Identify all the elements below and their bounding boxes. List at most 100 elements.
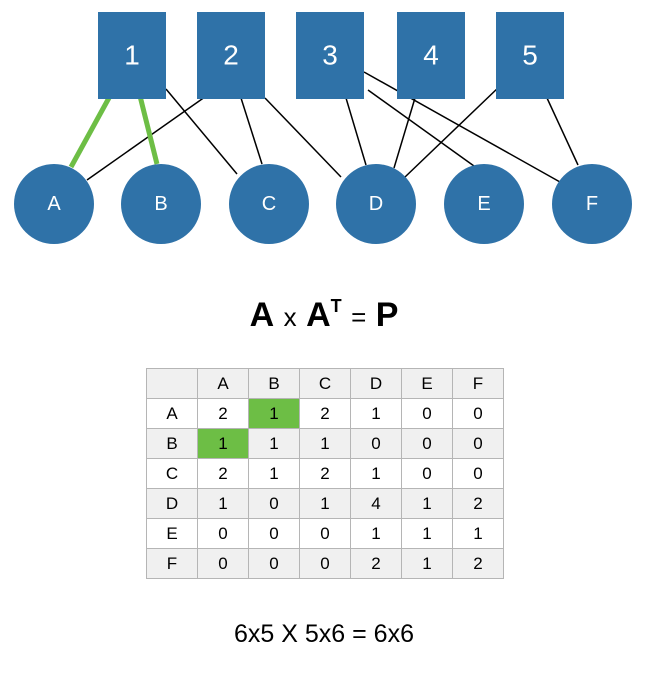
square-node-5: 5 [496, 12, 564, 99]
edge-5-d [404, 85, 501, 178]
matrix-cell: 2 [299, 398, 351, 429]
square-node-1: 1 [98, 12, 166, 99]
matrix-column-header: B [248, 368, 300, 399]
matrix-corner-cell [146, 368, 198, 399]
equation-matrix-a-base: A [306, 296, 331, 334]
circle-node-e: E [444, 164, 524, 244]
circle-node-c: C [229, 164, 309, 244]
matrix-column-header: F [452, 368, 504, 399]
square-node-4: 4 [397, 12, 465, 99]
square-node-label: 2 [223, 40, 239, 71]
matrix-cell: 1 [401, 488, 453, 519]
matrix-cell: 2 [299, 458, 351, 489]
matrix-row-header: B [146, 428, 198, 459]
circle-node-a: A [14, 164, 94, 244]
square-node-3: 3 [296, 12, 364, 99]
equation-transpose-superscript: T [330, 296, 342, 316]
circle-node-f: F [552, 164, 632, 244]
edge-3-d [345, 97, 367, 166]
matrix-cell: 0 [248, 518, 300, 549]
equation-times-sign: x [283, 302, 297, 332]
edge-1-a [68, 94, 113, 169]
matrix-cell: 0 [452, 428, 504, 459]
circle-node-label: A [47, 193, 61, 215]
matrix-column-header: C [299, 368, 351, 399]
matrix-cell: 0 [248, 488, 300, 519]
square-node-label: 4 [423, 40, 439, 71]
edge-1-b [137, 95, 160, 165]
square-node-label: 5 [522, 40, 538, 71]
edge-2-d [264, 97, 342, 178]
equation-equals-sign: = [351, 302, 367, 332]
matrix-cell: 1 [401, 548, 453, 579]
circle-node-label: C [262, 193, 276, 215]
matrix-cell: 0 [197, 548, 249, 579]
matrix-cell: 0 [197, 518, 249, 549]
edge-5-f [546, 97, 579, 166]
matrix-cell: 2 [197, 458, 249, 489]
bipartite-graph: 1 2 3 4 5A B C D E F [14, 12, 632, 244]
equation-matrix-a: A [249, 296, 275, 334]
matrix-cell: 0 [401, 428, 453, 459]
matrix-cell: 1 [299, 488, 351, 519]
circle-node-label: F [586, 193, 598, 215]
circle-node-label: E [477, 193, 490, 215]
square-node-2: 2 [197, 12, 265, 99]
edge-1-c [165, 88, 238, 175]
equation-matrix-a-transpose: AT [306, 296, 342, 334]
matrix-cell: 1 [197, 488, 249, 519]
matrix-row-header: D [146, 488, 198, 519]
square-node-label: 3 [322, 40, 338, 71]
matrix-equation: A x AT = P [0, 296, 648, 335]
matrix-cell: 0 [401, 458, 453, 489]
matrix-cell: 0 [299, 518, 351, 549]
edge-3-e [367, 89, 475, 167]
matrix-cell: 2 [197, 398, 249, 429]
dimensions-caption: 6x5 X 5x6 = 6x6 [234, 620, 414, 648]
matrix-row-header: A [146, 398, 198, 429]
matrix-cell: 0 [452, 458, 504, 489]
matrix-cell: 0 [452, 398, 504, 429]
circle-node-label: B [154, 193, 167, 215]
matrix-cell: 0 [248, 548, 300, 579]
equation-matrix-p: P [375, 296, 399, 334]
matrix-cell: 1 [350, 518, 402, 549]
edge-3-f [363, 71, 561, 183]
square-node-label: 1 [124, 40, 140, 71]
matrix-cell: 2 [452, 548, 504, 579]
matrix-cell: 1 [248, 428, 300, 459]
matrix-cell: 1 [299, 428, 351, 459]
matrix-cell: 1 [350, 458, 402, 489]
matrix-column-header: A [197, 368, 249, 399]
matrix-cell: 1 [248, 458, 300, 489]
matrix-cell: 4 [350, 488, 402, 519]
matrix-cell: 2 [350, 548, 402, 579]
circle-node-label: D [369, 193, 383, 215]
matrix-cell: 1 [197, 428, 249, 459]
matrix-column-header: E [401, 368, 453, 399]
matrix-cell: 0 [299, 548, 351, 579]
matrix-cell: 1 [248, 398, 300, 429]
matrix-column-header: D [350, 368, 402, 399]
edge-2-c [240, 97, 263, 165]
matrix-cell: 2 [452, 488, 504, 519]
circle-node-b: B [121, 164, 201, 244]
matrix-cell: 0 [350, 428, 402, 459]
matrix-cell: 0 [401, 398, 453, 429]
edge-4-d [393, 97, 416, 169]
matrix-cell: 1 [452, 518, 504, 549]
matrix-row-header: E [146, 518, 198, 549]
circle-node-d: D [336, 164, 416, 244]
matrix-row-header: C [146, 458, 198, 489]
matrix-cell: 1 [401, 518, 453, 549]
matrix-row-header: F [146, 548, 198, 579]
matrix-cell: 1 [350, 398, 402, 429]
